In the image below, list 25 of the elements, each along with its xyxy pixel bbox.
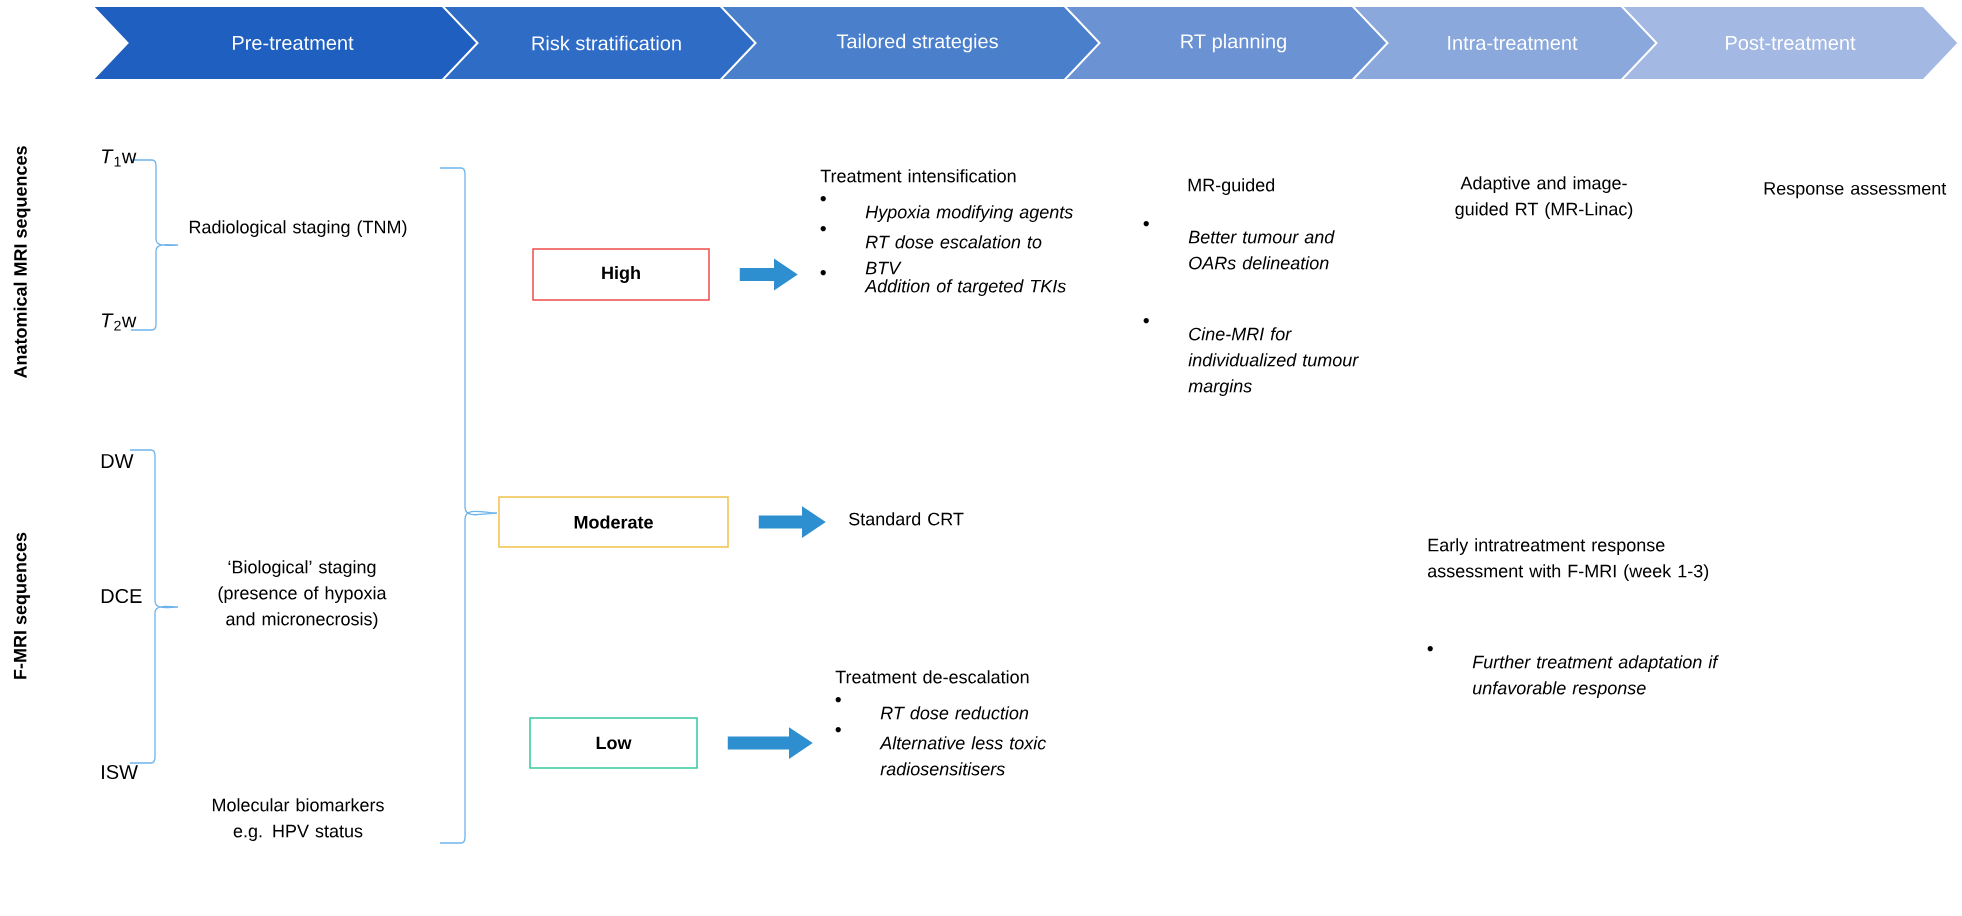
axis-label: F-MRI sequences xyxy=(13,532,31,679)
note-text: MR-guided xyxy=(1188,178,1275,195)
axis-label: Anatomical MRI sequences xyxy=(13,146,31,379)
stage-band: Pre-treatment xyxy=(90,5,494,81)
risk-box: High xyxy=(532,248,710,301)
bullet-item: Cine-MRI for individualized tumour margins xyxy=(1143,318,1359,396)
bullet-item: Better tumour and OARs delineation xyxy=(1143,221,1335,270)
stage-text: Adaptive and image-guided RT (MR-Linac) xyxy=(1455,176,1633,219)
strategy-text: Treatment intensification Hypoxia modifying agents RT dose escalation to BTV Addition of targeted TKIs xyxy=(820,169,1073,296)
strategy-text: Treatment de-escalation RT dose reduction Alternative less toxic radiosensitisers xyxy=(835,670,1047,776)
risk-box: Low xyxy=(529,717,698,769)
stage-text: ‘Biological’ staging (presence of hypoxia and micronecrosis) xyxy=(218,560,387,629)
risk-box: Moderate xyxy=(498,496,729,548)
note-text: Response assessment xyxy=(1764,182,1947,199)
sequence-label: DW xyxy=(101,454,134,468)
stage-text: Molecular biomarkers e.g. HPV status xyxy=(212,798,384,841)
stage-text: Radiological staging (TNM) xyxy=(189,220,407,237)
sequence-label: ISW xyxy=(102,764,138,780)
note-text: Early intratreatment response assessment with F-MRI (week 1-3) xyxy=(1428,538,1709,581)
sequence-label: DCE xyxy=(101,588,142,604)
sequence-label: T$_{2}$w xyxy=(102,313,137,331)
stage-band: Post-treatment xyxy=(1619,5,1960,81)
strategy-text: Standard CRT xyxy=(849,512,964,526)
sequence-label: T$_{1}$w xyxy=(102,149,137,167)
bullet-item: Further treatment adaptation if unfavorable response xyxy=(1427,646,1719,698)
